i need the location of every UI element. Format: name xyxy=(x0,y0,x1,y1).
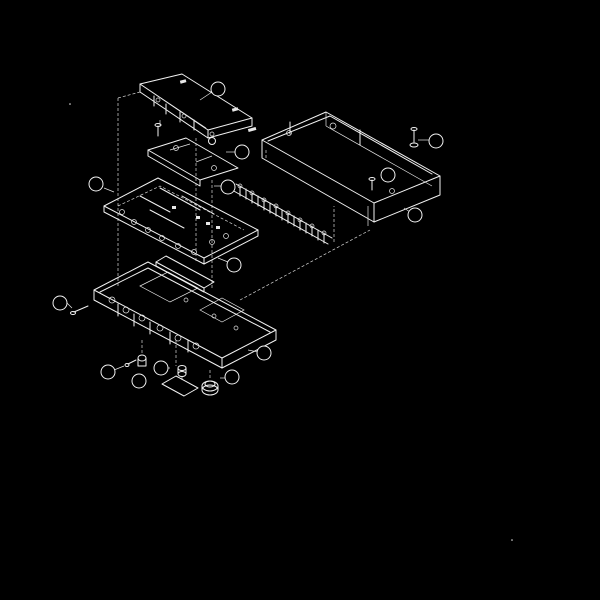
callout-c7 xyxy=(380,167,396,183)
small-cap-part xyxy=(177,365,187,377)
callout-c10 xyxy=(52,295,73,311)
callout-c12 xyxy=(100,364,125,380)
top-cover-enclosure xyxy=(261,111,441,226)
callout-c16 xyxy=(220,369,240,385)
grommet-part xyxy=(201,380,219,396)
callout-c5 xyxy=(214,179,236,195)
scan-specks xyxy=(69,103,513,541)
callout-c1 xyxy=(199,81,226,101)
assembly-guide-lines xyxy=(117,91,371,380)
main-circuit-board xyxy=(103,177,259,265)
screw-part-bottom xyxy=(124,359,137,367)
cover-screw-upper xyxy=(409,127,419,148)
callout-c11 xyxy=(247,345,272,361)
cover-screw-lower xyxy=(368,177,376,191)
callout-bubbles xyxy=(52,81,444,389)
support-rail xyxy=(155,255,215,293)
callout-c14 xyxy=(153,360,170,376)
base-chassis xyxy=(93,261,277,369)
callout-c3 xyxy=(226,144,250,160)
side-screw-left xyxy=(70,305,89,315)
callout-c8 xyxy=(418,133,444,149)
top-panel-strip xyxy=(139,73,257,139)
bracket-screw xyxy=(154,123,162,137)
knob-part xyxy=(137,354,147,367)
callout-c6 xyxy=(217,257,242,273)
mounting-bracket xyxy=(147,137,239,187)
callout-c13 xyxy=(131,373,147,389)
callout-c4 xyxy=(88,176,115,193)
bottom-plate xyxy=(161,375,199,397)
connector-terminal-row xyxy=(231,183,333,245)
callout-c9 xyxy=(403,207,423,223)
